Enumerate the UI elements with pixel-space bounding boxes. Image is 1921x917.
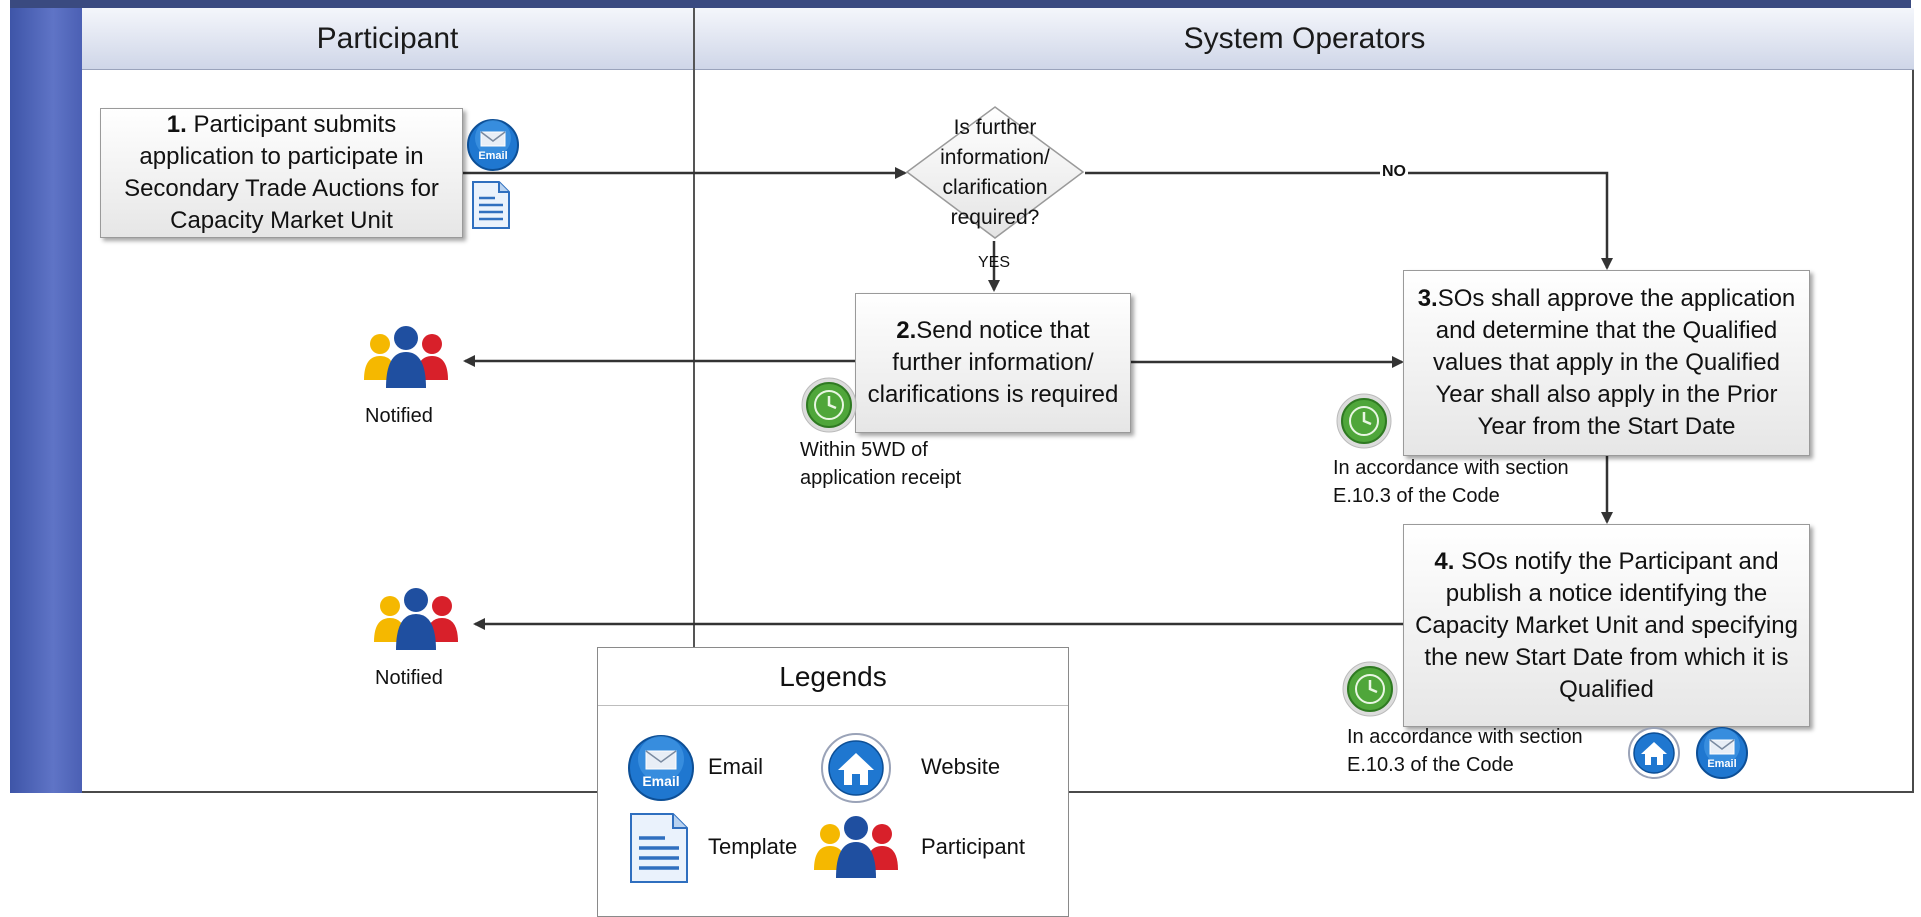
- participant-group-icon: [814, 816, 898, 878]
- lane-title-participant: Participant: [316, 21, 459, 55]
- pool-band: [10, 8, 82, 793]
- decision-yes-label: YES: [978, 254, 1011, 271]
- step3-text: SOs shall approve the application and de…: [1433, 285, 1796, 440]
- step3-timer-label: In accordance with section E.10.3 of the…: [1333, 454, 1569, 510]
- clock-icon: [1342, 661, 1398, 717]
- template-icon: [472, 181, 510, 229]
- notified-label-1: Notified: [365, 405, 433, 427]
- step4-text: SOs notify the Participant and publish a…: [1415, 547, 1798, 703]
- clock-icon: [801, 377, 857, 433]
- email-icon-text: Email: [478, 150, 507, 162]
- step3-timer-line2: E.10.3 of the Code: [1333, 485, 1500, 507]
- decision-diamond: [905, 106, 1085, 239]
- step1-text: Participant submits application to parti…: [124, 111, 439, 234]
- website-icon: [821, 733, 891, 803]
- email-icon: Email: [628, 735, 694, 801]
- legend-website-label: Website: [921, 754, 1001, 779]
- step4-timer-label: In accordance with section E.10.3 of the…: [1347, 723, 1583, 779]
- participant-group-icon: [364, 326, 448, 388]
- decision-text: Is further information/ clarification re…: [940, 115, 1050, 229]
- notified-label-2: Notified: [375, 667, 443, 689]
- email-icon: Email: [467, 119, 519, 171]
- step4-box: 4. SOs notify the Participant and publis…: [1403, 524, 1810, 727]
- step4-timer-line1: In accordance with section: [1347, 726, 1583, 748]
- email-icon-text: Email: [1707, 758, 1736, 770]
- legend-title: Legends: [598, 648, 1068, 706]
- step4-timer-line2: E.10.3 of the Code: [1347, 754, 1514, 776]
- legend-email-label: Email: [708, 754, 764, 779]
- step2-text: Send notice that further information/ cl…: [867, 317, 1119, 408]
- step2-timer-line1: Within 5WD of: [800, 439, 928, 461]
- legend-template-label: Template: [708, 834, 798, 859]
- legend-participant-label: Participant: [921, 834, 1025, 859]
- step4-number: 4.: [1434, 547, 1455, 575]
- step3-timer-line1: In accordance with section: [1333, 457, 1569, 479]
- step2-timer-label: Within 5WD of application receipt: [800, 436, 961, 492]
- step2-number: 2.: [896, 317, 917, 344]
- step2-timer-line2: application receipt: [800, 467, 962, 489]
- top-bar: [10, 0, 1911, 8]
- arrow-decision-no-to-step3: [1085, 171, 1613, 270]
- step2-box: 2.Send notice that further information/ …: [855, 293, 1131, 433]
- lane-header-participant: Participant: [82, 8, 693, 70]
- lane-header-system-operators: System Operators: [695, 8, 1914, 70]
- legend-panel: Legends Email Email Website Template: [597, 647, 1069, 917]
- decision-no-label: NO: [1380, 163, 1408, 181]
- step1-number: 1.: [166, 111, 187, 138]
- lane-divider: [693, 8, 695, 648]
- step1-box: 1. Participant submits application to pa…: [100, 108, 463, 238]
- website-icon: [1628, 727, 1680, 779]
- email-icon: Email: [1696, 727, 1748, 779]
- template-icon: [630, 813, 688, 883]
- clock-icon: [1336, 393, 1392, 449]
- lane-title-system-operators: System Operators: [1183, 21, 1426, 55]
- step3-number: 3.: [1417, 285, 1438, 312]
- step3-box: 3.SOs shall approve the application and …: [1403, 270, 1810, 456]
- participant-group-icon: [374, 588, 458, 650]
- email-icon-text: Email: [642, 773, 679, 789]
